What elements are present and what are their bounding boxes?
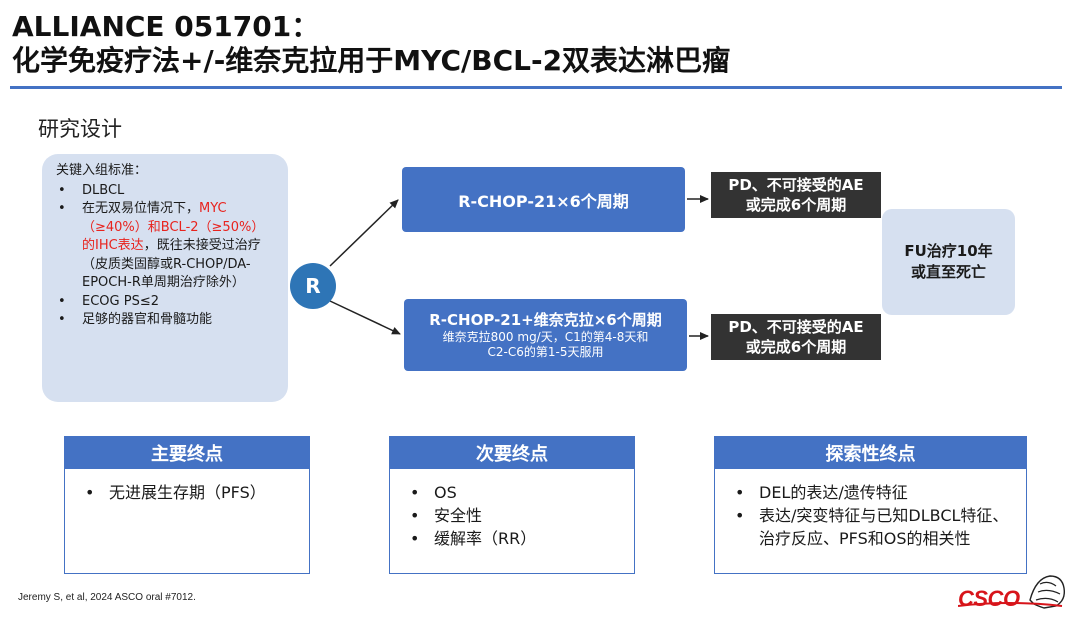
title-divider (10, 86, 1062, 89)
follow-up-box: FU治疗10年 或直至死亡 (882, 209, 1015, 315)
endpoint-item: OS (408, 481, 624, 504)
arm-title: R-CHOP-21×6个周期 (458, 191, 629, 211)
csco-logo: CSCO (957, 570, 1068, 612)
endpoint-item: DEL的表达/遗传特征 (733, 481, 1016, 504)
arm-detail-line1: 维奈克拉800 mg/天，C1的第4-8天和 (442, 329, 649, 344)
follow-up-line2: 或直至死亡 (910, 263, 986, 281)
secondary-endpoint-title: 次要终点 (390, 437, 634, 469)
exploratory-endpoint-title: 探索性终点 (715, 437, 1026, 469)
criteria-heading: 关键入组标准： (56, 163, 148, 178)
outcome-line2: 或完成6个周期 (745, 338, 847, 356)
secondary-endpoint-list: OS 安全性 缓解率（RR） (390, 469, 634, 550)
criteria-item-post: ，既往未接受过治疗（皮质类固醇或R-CHOP/DA-EPOCH-R单周期治疗除外… (82, 238, 261, 290)
arm-rchop: R-CHOP-21×6个周期 (402, 167, 685, 232)
primary-endpoint-title: 主要终点 (65, 437, 309, 469)
primary-endpoint-list: 无进展生存期（PFS） (65, 469, 309, 504)
title-line-2: 化学免疫疗法+/-维奈克拉用于MYC/BCL-2双表达淋巴瘤 (12, 44, 731, 77)
arrow-r-to-arm2 (329, 300, 401, 335)
criteria-item: DLBCL (56, 182, 276, 201)
secondary-endpoint-panel: 次要终点 OS 安全性 缓解率（RR） (389, 436, 635, 574)
arm-title: R-CHOP-21+维奈克拉×6个周期 (429, 310, 662, 329)
criteria-list: DLBCL 在无双易位情况下，MYC（≥40%）和BCL-2（≥50%）的IHC… (56, 182, 276, 330)
criteria-item-highlight: MYC（≥40%）和BCL-2（≥50%）的IHC表达 (82, 201, 265, 253)
outcome-line2: 或完成6个周期 (745, 196, 847, 214)
primary-endpoint-panel: 主要终点 无进展生存期（PFS） (64, 436, 310, 574)
endpoint-item: 无进展生存期（PFS） (83, 481, 299, 504)
endpoint-item: 表达/突变特征与已知DLBCL特征、治疗反应、PFS和OS的相关性 (733, 504, 1016, 550)
csco-logo-text: CSCO (958, 586, 1020, 611)
endpoint-item: 缓解率（RR） (408, 527, 624, 550)
exploratory-endpoint-list: DEL的表达/遗传特征 表达/突变特征与已知DLBCL特征、治疗反应、PFS和O… (715, 469, 1026, 550)
exploratory-endpoint-panel: 探索性终点 DEL的表达/遗传特征 表达/突变特征与已知DLBCL特征、治疗反应… (714, 436, 1027, 574)
title-line-1: ALLIANCE 051701： (12, 10, 320, 43)
arm-detail-line2: C2-C6的第1-5天服用 (487, 344, 604, 359)
randomization-node: R (290, 263, 336, 309)
section-subtitle: 研究设计 (38, 117, 122, 141)
criteria-item-pre: 在无双易位情况下， (82, 201, 200, 216)
csco-logo-graphic (957, 575, 1066, 609)
criteria-item: 在无双易位情况下，MYC（≥40%）和BCL-2（≥50%）的IHC表达，既往未… (56, 200, 276, 293)
inclusion-criteria-box: 关键入组标准： DLBCL 在无双易位情况下，MYC（≥40%）和BCL-2（≥… (42, 154, 288, 402)
outcome-line1: PD、不可接受的AE (728, 176, 864, 194)
reference-citation: Jeremy S, et al, 2024 ASCO oral #7012. (18, 592, 196, 603)
outcome-line1: PD、不可接受的AE (728, 318, 864, 336)
criteria-item: ECOG PS≤2 (56, 293, 276, 312)
arm-rchop-venetoclax: R-CHOP-21+维奈克拉×6个周期 维奈克拉800 mg/天，C1的第4-8… (404, 299, 687, 371)
outcome-box-arm1: PD、不可接受的AE 或完成6个周期 (711, 172, 881, 218)
outcome-box-arm2: PD、不可接受的AE 或完成6个周期 (711, 314, 881, 360)
criteria-item: 足够的器官和骨髓功能 (56, 311, 276, 330)
endpoint-item: 安全性 (408, 504, 624, 527)
follow-up-line1: FU治疗10年 (904, 242, 993, 260)
slide-title: ALLIANCE 051701： 化学免疫疗法+/-维奈克拉用于MYC/BCL-… (12, 10, 730, 78)
arrow-r-to-arm1 (329, 199, 399, 267)
